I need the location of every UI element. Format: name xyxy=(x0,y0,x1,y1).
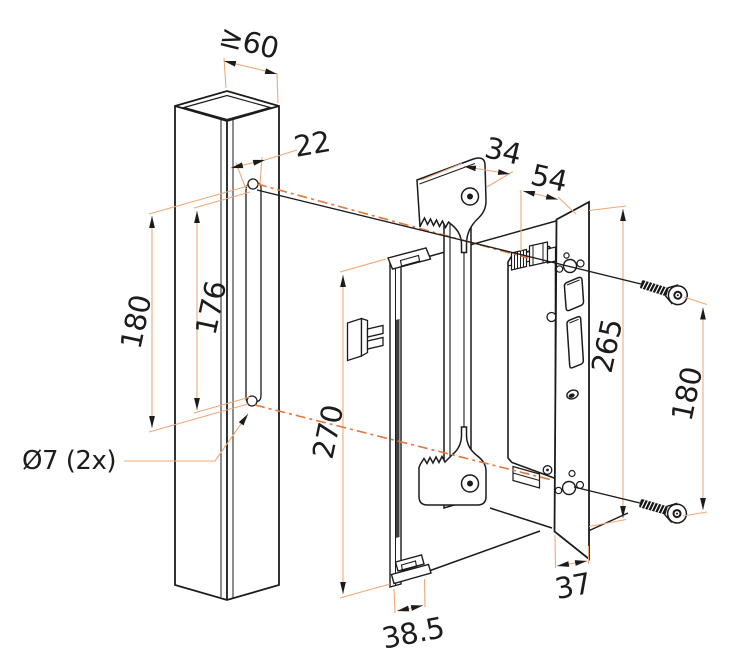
extension-lines xyxy=(193,191,251,414)
screw-hole-cluster-top xyxy=(555,252,585,274)
lock-top-block-small xyxy=(546,246,557,264)
lock-body xyxy=(507,241,557,489)
leader-line xyxy=(264,149,298,161)
top-clamp-screw-hole-center xyxy=(467,193,473,200)
dim-drill-note: Ø7 (2x) xyxy=(22,413,249,476)
extension-lines xyxy=(588,205,627,528)
dim-slot-offset: 22 xyxy=(230,124,333,190)
alignment-lines xyxy=(254,183,642,504)
frame-side-clip-tab-bottom xyxy=(366,336,384,350)
lock-case-hole xyxy=(546,311,557,323)
post-hole-bottom xyxy=(246,395,258,407)
frame-side-clip-tab-top xyxy=(366,324,384,338)
extension-lines xyxy=(682,296,708,517)
screw-socket-center xyxy=(676,512,679,515)
dim-screw-spacing: 180 xyxy=(665,296,709,517)
latch-opening xyxy=(563,276,585,312)
dimension-line xyxy=(230,159,266,169)
dimension-line xyxy=(396,604,424,612)
extension-lines xyxy=(339,258,391,599)
dimension-label: 37 xyxy=(552,566,594,606)
dimension-label: 34 xyxy=(482,130,525,171)
screw-threads xyxy=(641,280,667,296)
dimension-label: Ø7 (2x) xyxy=(22,446,116,476)
cable-hole-shade xyxy=(568,393,575,398)
dimension-line xyxy=(463,165,511,175)
dim-post-width: ≥60 xyxy=(216,18,282,104)
faceplate-screw-hole xyxy=(561,480,577,496)
screw-socket-center xyxy=(676,294,679,297)
dimension-label: 54 xyxy=(528,157,571,198)
faceplate-adjust-hole xyxy=(576,259,585,268)
dim-lock-depth: 54 xyxy=(520,157,577,251)
frame-channel-strip xyxy=(395,319,400,538)
extension-lines xyxy=(554,534,590,569)
dim-frame-height: 270 xyxy=(306,258,391,599)
mounting-frame xyxy=(346,247,432,588)
dim-frame-foot: 38.5 xyxy=(379,578,447,656)
countersunk-screw-top xyxy=(640,280,688,306)
post-slot xyxy=(245,182,262,404)
dimension-label: 38.5 xyxy=(379,610,447,655)
dimension-label: ≥60 xyxy=(216,18,282,65)
dim-faceplate-height: 265 xyxy=(585,205,629,528)
frame-bottom-flange-slot xyxy=(400,560,418,572)
faceplate-adjust-hole xyxy=(554,486,563,495)
dim-clamp-depth: 34 xyxy=(420,130,525,188)
dim-post-hole-spacing: 180 xyxy=(114,185,249,433)
lock-bottom-mechanism xyxy=(512,465,553,489)
post-top-opening xyxy=(181,94,273,121)
frame-side-clip-side xyxy=(360,317,369,358)
lock-top-block xyxy=(528,241,549,267)
lock-bottom-block-line xyxy=(512,472,540,481)
dimension-label: 22 xyxy=(291,124,332,164)
latch-opening-depth-line xyxy=(566,279,580,286)
faceplate xyxy=(553,200,590,561)
faceplate-adjust-hole xyxy=(568,469,576,478)
extension-lines xyxy=(393,578,426,614)
dimension-line xyxy=(223,60,278,75)
hatch-lines xyxy=(514,250,524,269)
deadbolt-opening-depth-line xyxy=(569,318,579,324)
bottom-clamp-screw-hole-center xyxy=(467,480,473,487)
frame-top-flange-slot xyxy=(399,254,421,267)
countersunk-screw-bottom xyxy=(639,499,688,524)
lock-bottom-screw-center xyxy=(546,468,549,472)
screw-hole-cluster-bottom xyxy=(554,469,585,496)
bottom-clamp xyxy=(418,426,487,506)
gate-frame-bottom-edge-right xyxy=(585,512,629,533)
dimension-line xyxy=(522,190,559,201)
alignment-centerline-bottom xyxy=(254,404,553,481)
deadbolt-opening xyxy=(566,315,585,369)
top-clamp xyxy=(416,157,487,254)
faceplate-body xyxy=(553,200,590,561)
extension-lines xyxy=(520,190,577,251)
square-post xyxy=(174,90,280,601)
dim-faceplate-width: 37 xyxy=(552,534,594,606)
frame-bottom-lip xyxy=(390,563,432,585)
dimension-line xyxy=(556,560,588,567)
top-clamp-plate xyxy=(416,157,487,254)
leader-line xyxy=(124,413,249,462)
lock-case xyxy=(507,245,557,480)
cable-hole xyxy=(566,389,579,400)
screw-threads xyxy=(640,499,666,514)
screw-axis-line-bottom xyxy=(573,486,641,504)
screw-axis-line-top xyxy=(256,189,642,285)
extension-lines xyxy=(148,185,249,433)
frame-side-clip-face xyxy=(346,317,363,362)
gate-frame-inner-edge xyxy=(489,507,553,529)
post-hole-top xyxy=(247,178,259,190)
faceplate-adjust-hole xyxy=(563,252,570,259)
dimension-label: 270 xyxy=(306,402,350,462)
faceplate-adjust-hole xyxy=(555,265,564,273)
